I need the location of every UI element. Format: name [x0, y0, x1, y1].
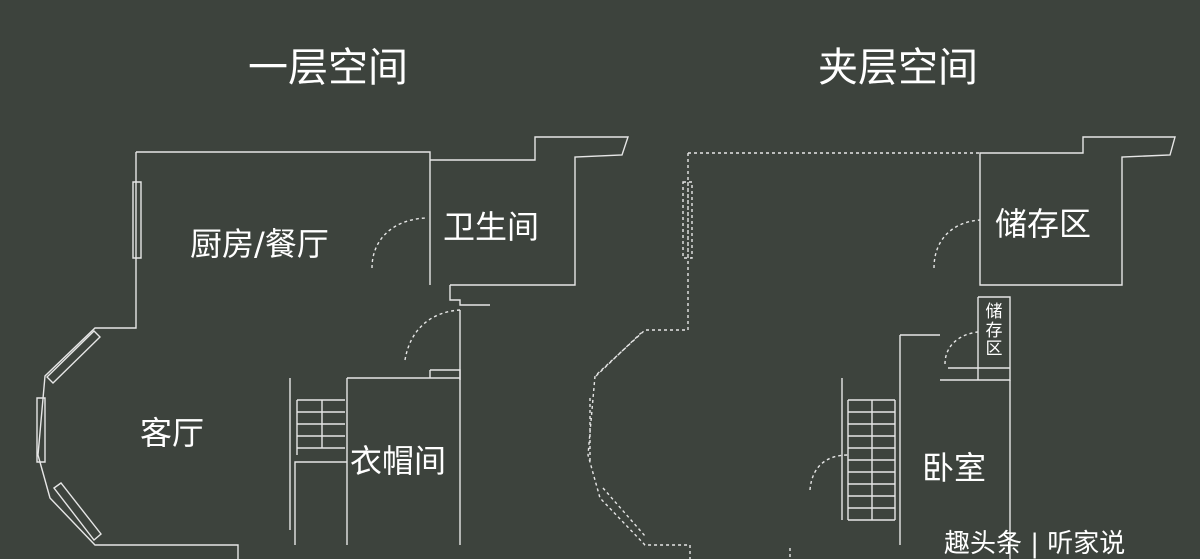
room-label-kitchen-dining: 厨房/餐厅	[190, 225, 329, 263]
mezz-small-storage-door	[944, 331, 979, 365]
watermark: 趣头条 | 听家说	[944, 529, 1126, 559]
floor1-bathroom-door	[371, 217, 426, 269]
mezz-storage-door	[933, 219, 981, 269]
mezz-stairs	[847, 399, 896, 521]
room-label-living: 客厅	[140, 414, 205, 452]
floor1-stub	[449, 285, 490, 306]
mezz-storage-walls	[979, 136, 1176, 286]
mezz-bedroom-walls	[841, 334, 1011, 559]
room-label-storage-small: 储存区	[985, 302, 1003, 360]
floor1-cloakroom	[289, 369, 461, 545]
mezzanine-title: 夹层空间	[818, 45, 978, 91]
floor1-title: 一层空间	[248, 45, 408, 91]
room-label-bedroom: 卧室	[922, 449, 987, 487]
mezz-bedroom-door	[809, 454, 849, 491]
floor1-hall-door	[404, 309, 461, 361]
room-label-storage-large: 储存区	[995, 205, 1092, 243]
room-label-bathroom: 卫生间	[443, 208, 540, 246]
floor1-stairs	[296, 399, 345, 455]
floor1-bay-window	[36, 330, 102, 542]
mezz-void-outline	[587, 152, 980, 559]
floor1-outer-walls	[37, 136, 629, 559]
mezz-void-window	[595, 181, 693, 537]
floor1-kitchen-window	[132, 181, 142, 259]
room-label-cloakroom: 衣帽间	[350, 442, 447, 480]
mezz-small-storage	[940, 296, 1011, 381]
